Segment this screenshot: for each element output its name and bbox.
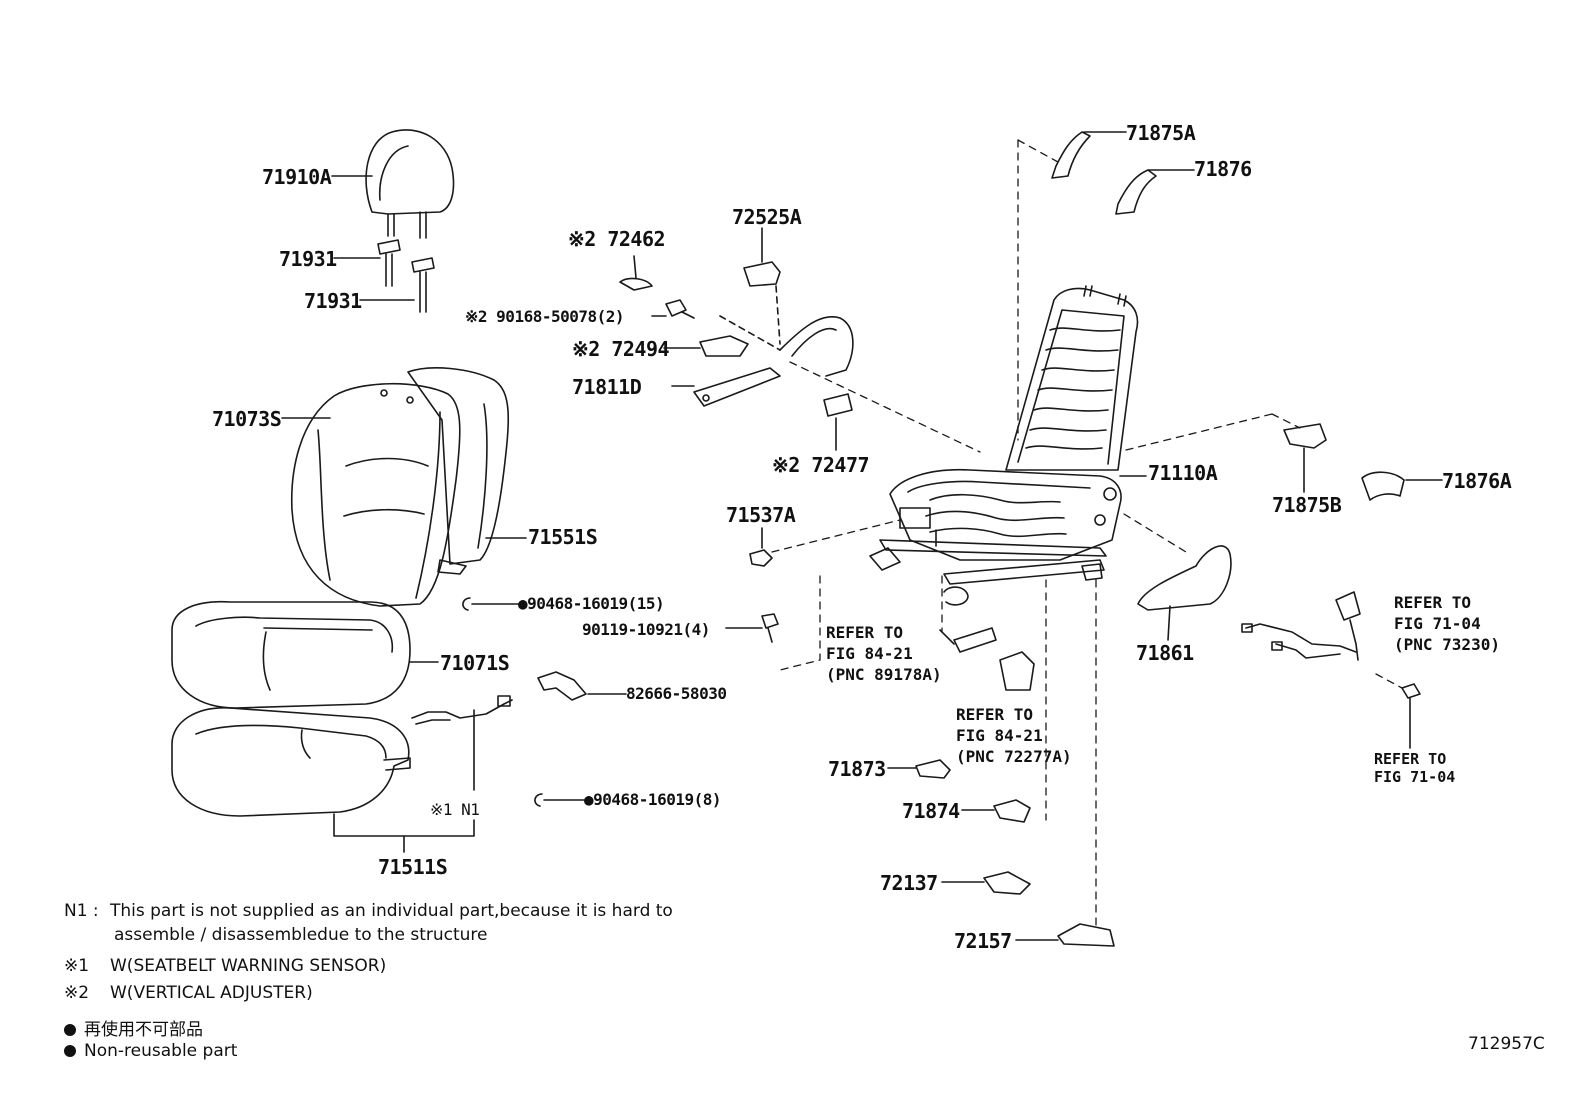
headrest-support-drawing <box>334 240 434 312</box>
part-label-90168-50078[interactable]: ※2 90168-50078(2) <box>465 307 625 326</box>
part-label-71861[interactable]: 71861 <box>1136 641 1194 665</box>
part-label-71073S[interactable]: 71073S <box>212 407 282 431</box>
filled-dot-icon <box>64 1045 76 1057</box>
filled-dot-icon <box>64 1024 76 1036</box>
seat-cushion-cover-drawing <box>172 602 438 708</box>
part-label-72137[interactable]: 72137 <box>880 871 938 895</box>
screw-90119-drawing <box>726 614 778 642</box>
part-label-71071S[interactable]: 71071S <box>440 651 510 675</box>
part-label-71876A[interactable]: 71876A <box>1442 469 1512 493</box>
note-n1-key: N1 : <box>64 901 99 921</box>
note-n1-line1: This part is not supplied as an individu… <box>110 901 673 921</box>
part-label-71875B[interactable]: 71875B <box>1272 493 1342 517</box>
seat-cushion-pad-drawing <box>172 708 474 852</box>
headrest-drawing <box>332 130 454 238</box>
bracket-71875B-drawing <box>1284 424 1442 500</box>
part-label-71874[interactable]: 71874 <box>902 799 960 823</box>
figure-code: 712957C <box>1468 1034 1545 1054</box>
refer-to-fig-71-04-73230[interactable]: REFER TO FIG 71-04 (PNC 73230) <box>1394 593 1500 654</box>
cap-71537A-drawing <box>750 528 772 566</box>
part-label-72525A[interactable]: 72525A <box>732 205 802 229</box>
part-label-71537A[interactable]: 71537A <box>726 503 796 527</box>
part-label-72157[interactable]: 72157 <box>954 929 1012 953</box>
part-label-71910A[interactable]: 71910A <box>262 165 332 189</box>
part-label-71110A[interactable]: 71110A <box>1148 461 1218 485</box>
part-label-72494[interactable]: ※2 72494 <box>572 337 670 361</box>
side-shield-drawing <box>1138 546 1231 640</box>
part-label-71511S[interactable]: 71511S <box>378 855 448 879</box>
sensor-harness-drawing <box>412 696 512 790</box>
note-s1-key: ※1 <box>64 956 90 976</box>
seatback-drawing <box>282 368 526 606</box>
knob-72462-drawing <box>620 256 694 318</box>
part-label-71931-lower[interactable]: 71931 <box>304 289 362 313</box>
part-label-72477[interactable]: ※2 72477 <box>772 453 870 477</box>
part-label-71876[interactable]: 71876 <box>1194 157 1252 181</box>
note-s2-key: ※2 <box>64 983 90 1003</box>
seatbelt-buckle-drawing <box>1242 592 1420 748</box>
part-label-82666-58030[interactable]: 82666-58030 <box>626 684 727 703</box>
lever-cover-drawing <box>664 316 853 406</box>
note-s2: ※2 W(VERTICAL ADJUSTER) <box>64 983 313 1003</box>
refer-to-fig-84-21-89178A[interactable]: REFER TO FIG 84-21 (PNC 89178A) <box>826 623 942 684</box>
part-label-71551S[interactable]: 71551S <box>528 525 598 549</box>
note-non-reusable-en-text: Non-reusable part <box>84 1041 238 1061</box>
note-s2-text: W(VERTICAL ADJUSTER) <box>110 983 313 1003</box>
part-label-71931-upper[interactable]: 71931 <box>279 247 337 271</box>
part-label-71875A[interactable]: 71875A <box>1126 121 1196 145</box>
part-label-90119-10921[interactable]: 90119-10921(4) <box>582 620 710 639</box>
cover-72525A-drawing <box>744 228 780 344</box>
note-non-reusable-jp: 再使用不可部品 <box>64 1015 203 1040</box>
part-label-72462[interactable]: ※2 72462 <box>568 227 666 251</box>
note-non-reusable-en: Non-reusable part <box>64 1041 237 1061</box>
refer-to-fig-71-04[interactable]: REFER TO FIG 71-04 <box>1374 750 1456 786</box>
note-n1-line2: assemble / disassembledue to the structu… <box>114 925 488 945</box>
clip-90468-upper-drawing <box>463 598 520 610</box>
note-marker-n1: ※1 N1 <box>430 800 480 819</box>
note-s1-text: W(SEATBELT WARNING SENSOR) <box>110 956 387 976</box>
part-label-90468-16019-15[interactable]: ●90468-16019(15) <box>518 594 665 613</box>
plate-72477-drawing <box>824 394 852 450</box>
part-label-90468-16019-8[interactable]: ●90468-16019(8) <box>584 790 722 809</box>
refer-to-fig-84-21-72277A[interactable]: REFER TO FIG 84-21 (PNC 72277A) <box>956 705 1072 766</box>
clip-90468-lower-drawing <box>535 794 584 806</box>
bracket-82666-drawing <box>538 672 626 700</box>
bracket-71875A-drawing <box>1052 132 1194 214</box>
note-n1: N1 : This part is not supplied as an indi… <box>64 901 673 921</box>
seat-frame-drawing <box>870 286 1146 605</box>
note-s1: ※1 W(SEATBELT WARNING SENSOR) <box>64 956 386 976</box>
lower-small-parts-drawing <box>888 760 1114 946</box>
center-harness-drawing <box>940 628 1034 690</box>
dashed-guide-lines <box>772 140 1402 930</box>
part-label-71873[interactable]: 71873 <box>828 757 886 781</box>
note-non-reusable-jp-text: 再使用不可部品 <box>84 1020 203 1040</box>
part-label-71811D[interactable]: 71811D <box>572 375 642 399</box>
